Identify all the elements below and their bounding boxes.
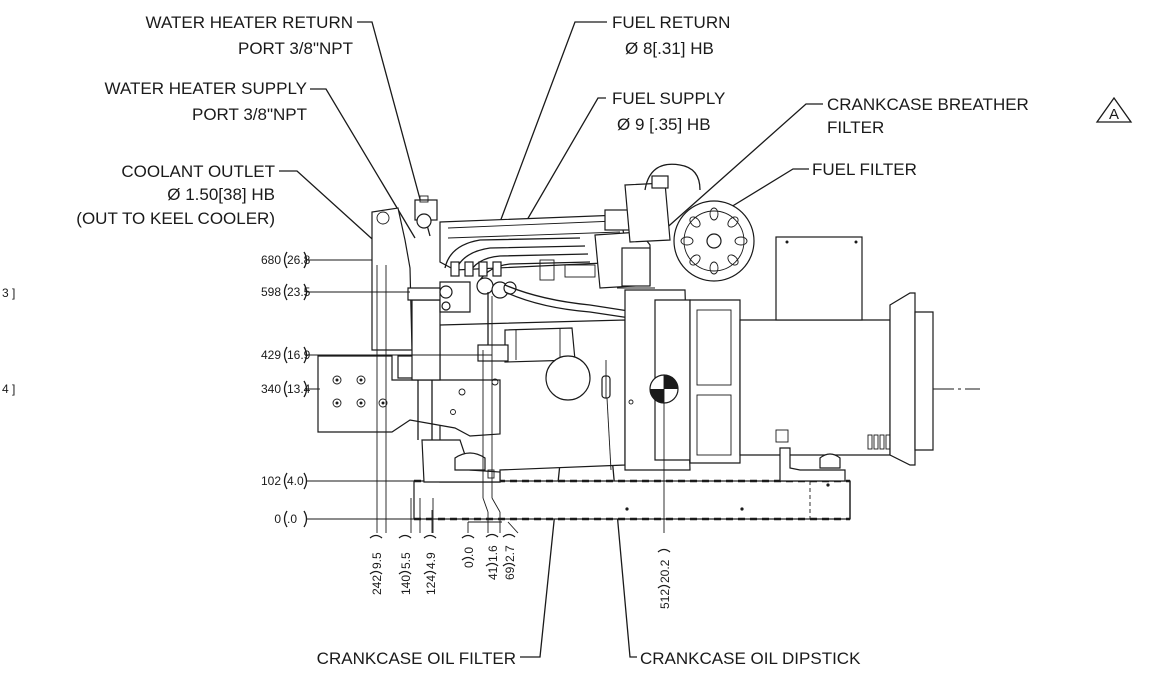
hdim-512-mm: 512 — [658, 589, 672, 609]
callout-crankcase-breather: CRANKCASE BREATHER FILTER — [827, 95, 1029, 137]
hdim-0-mm: 0 — [462, 561, 476, 568]
callout-coolant-outlet-line3: (OUT TO KEEL COOLER) — [76, 209, 275, 228]
vdim-680-in: 26.8 — [287, 253, 311, 267]
vdim-680-mm: 680 — [261, 253, 281, 267]
hdim-69-in: 2.7 — [503, 545, 517, 562]
vdim-340: 340 13.4 — [261, 380, 311, 398]
callout-water-heater-return: WATER HEATER RETURN PORT 3/8"NPT — [146, 13, 353, 58]
hdim-124-mm: 124 — [424, 575, 438, 595]
revision-triangle: A — [1095, 96, 1133, 123]
vdim-598-mm: 598 — [261, 285, 281, 299]
vdim-0: 0 .0 — [274, 510, 308, 528]
generator-control-box — [775, 236, 863, 321]
hdim-0: 0 .0 — [461, 534, 476, 568]
vdim-680: 680 26.8 — [261, 251, 311, 269]
horizontal-dimension-leaders — [376, 265, 665, 534]
callout-water-heater-return-line2: PORT 3/8"NPT — [238, 39, 353, 58]
callout-fuel-return-line2: Ø 8[.31] HB — [625, 39, 714, 58]
hdim-0-in: .0 — [462, 547, 476, 557]
hdim-69-mm: 69 — [503, 566, 517, 580]
hdim-140-mm: 140 — [399, 575, 413, 595]
revision-triangle-icon — [1095, 96, 1133, 123]
callout-fuel-supply-line2: Ø 9 [.35] HB — [617, 115, 711, 134]
hdim-242-in: 9.5 — [370, 552, 384, 569]
left-edge-fragment-2: 4 ] — [2, 382, 15, 396]
callout-water-heater-supply-line2: PORT 3/8"NPT — [192, 105, 307, 124]
vdim-598: 598 23.5 — [261, 283, 311, 301]
engine-body — [317, 163, 934, 521]
leader-lines — [279, 21, 823, 658]
hdim-124-in: 4.9 — [424, 552, 438, 569]
callout-crankcase-breather-line1: CRANKCASE BREATHER — [827, 95, 1029, 114]
vdim-598-in: 23.5 — [287, 285, 311, 299]
vdim-0-in: .0 — [287, 512, 297, 526]
callout-coolant-outlet-line2: Ø 1.50[38] HB — [167, 185, 275, 204]
horizontal-dimensions: 242 9.5 140 5.5 124 4.9 0 .0 41 1.6 69 2… — [369, 533, 672, 609]
vdim-429-mm: 429 — [261, 348, 281, 362]
hdim-41-mm: 41 — [486, 566, 500, 580]
hdim-512: 512 20.2 — [657, 548, 672, 609]
callout-coolant-outlet-line1: COOLANT OUTLET — [121, 162, 275, 181]
hdim-41: 41 1.6 — [485, 533, 500, 580]
vdim-102-mm: 102 — [261, 474, 281, 488]
vdim-429: 429 16.9 — [261, 346, 311, 364]
hdim-512-in: 20.2 — [658, 559, 672, 583]
callout-water-heater-supply-line1: WATER HEATER SUPPLY — [105, 79, 307, 98]
callout-water-heater-supply: WATER HEATER SUPPLY PORT 3/8"NPT — [105, 79, 307, 124]
callout-fuel-filter: FUEL FILTER — [812, 160, 917, 179]
callout-fuel-supply-line1: FUEL SUPPLY — [612, 89, 725, 108]
vdim-340-mm: 340 — [261, 382, 281, 396]
callout-crankcase-oil-filter: CRANKCASE OIL FILTER — [317, 649, 516, 668]
hdim-41-in: 1.6 — [486, 545, 500, 562]
callout-fuel-return: FUEL RETURN Ø 8[.31] HB — [612, 13, 730, 58]
hdim-69: 69 2.7 — [502, 533, 517, 580]
callout-fuel-supply: FUEL SUPPLY Ø 9 [.35] HB — [612, 89, 725, 134]
hdim-140: 140 5.5 — [398, 534, 413, 595]
hdim-242-mm: 242 — [370, 575, 384, 595]
hdim-242: 242 9.5 — [369, 534, 384, 595]
vdim-102: 102 4.0 — [261, 472, 308, 490]
oil-filter-canister — [545, 355, 591, 401]
callout-crankcase-oil-dipstick: CRANKCASE OIL DIPSTICK — [640, 649, 861, 668]
vdim-429-in: 16.9 — [287, 348, 311, 362]
revision-mark: A — [1109, 106, 1119, 123]
callout-coolant-outlet: COOLANT OUTLET Ø 1.50[38] HB (OUT TO KEE… — [76, 162, 275, 228]
vdim-0-mm: 0 — [274, 512, 281, 526]
vdim-102-in: 4.0 — [287, 474, 304, 488]
callout-water-heater-return-line1: WATER HEATER RETURN — [146, 13, 353, 32]
left-edge-fragment-1: 3 ] — [2, 286, 15, 300]
hdim-124: 124 4.9 — [423, 534, 438, 595]
vertical-dimensions: 680 26.8 598 23.5 429 16.9 340 13.4 102 … — [2, 251, 311, 528]
vertical-dimension-leaders — [306, 259, 492, 520]
vdim-340-in: 13.4 — [287, 382, 311, 396]
callout-fuel-return-line1: FUEL RETURN — [612, 13, 730, 32]
callout-crankcase-breather-line2: FILTER — [827, 118, 884, 137]
hdim-140-in: 5.5 — [399, 552, 413, 569]
